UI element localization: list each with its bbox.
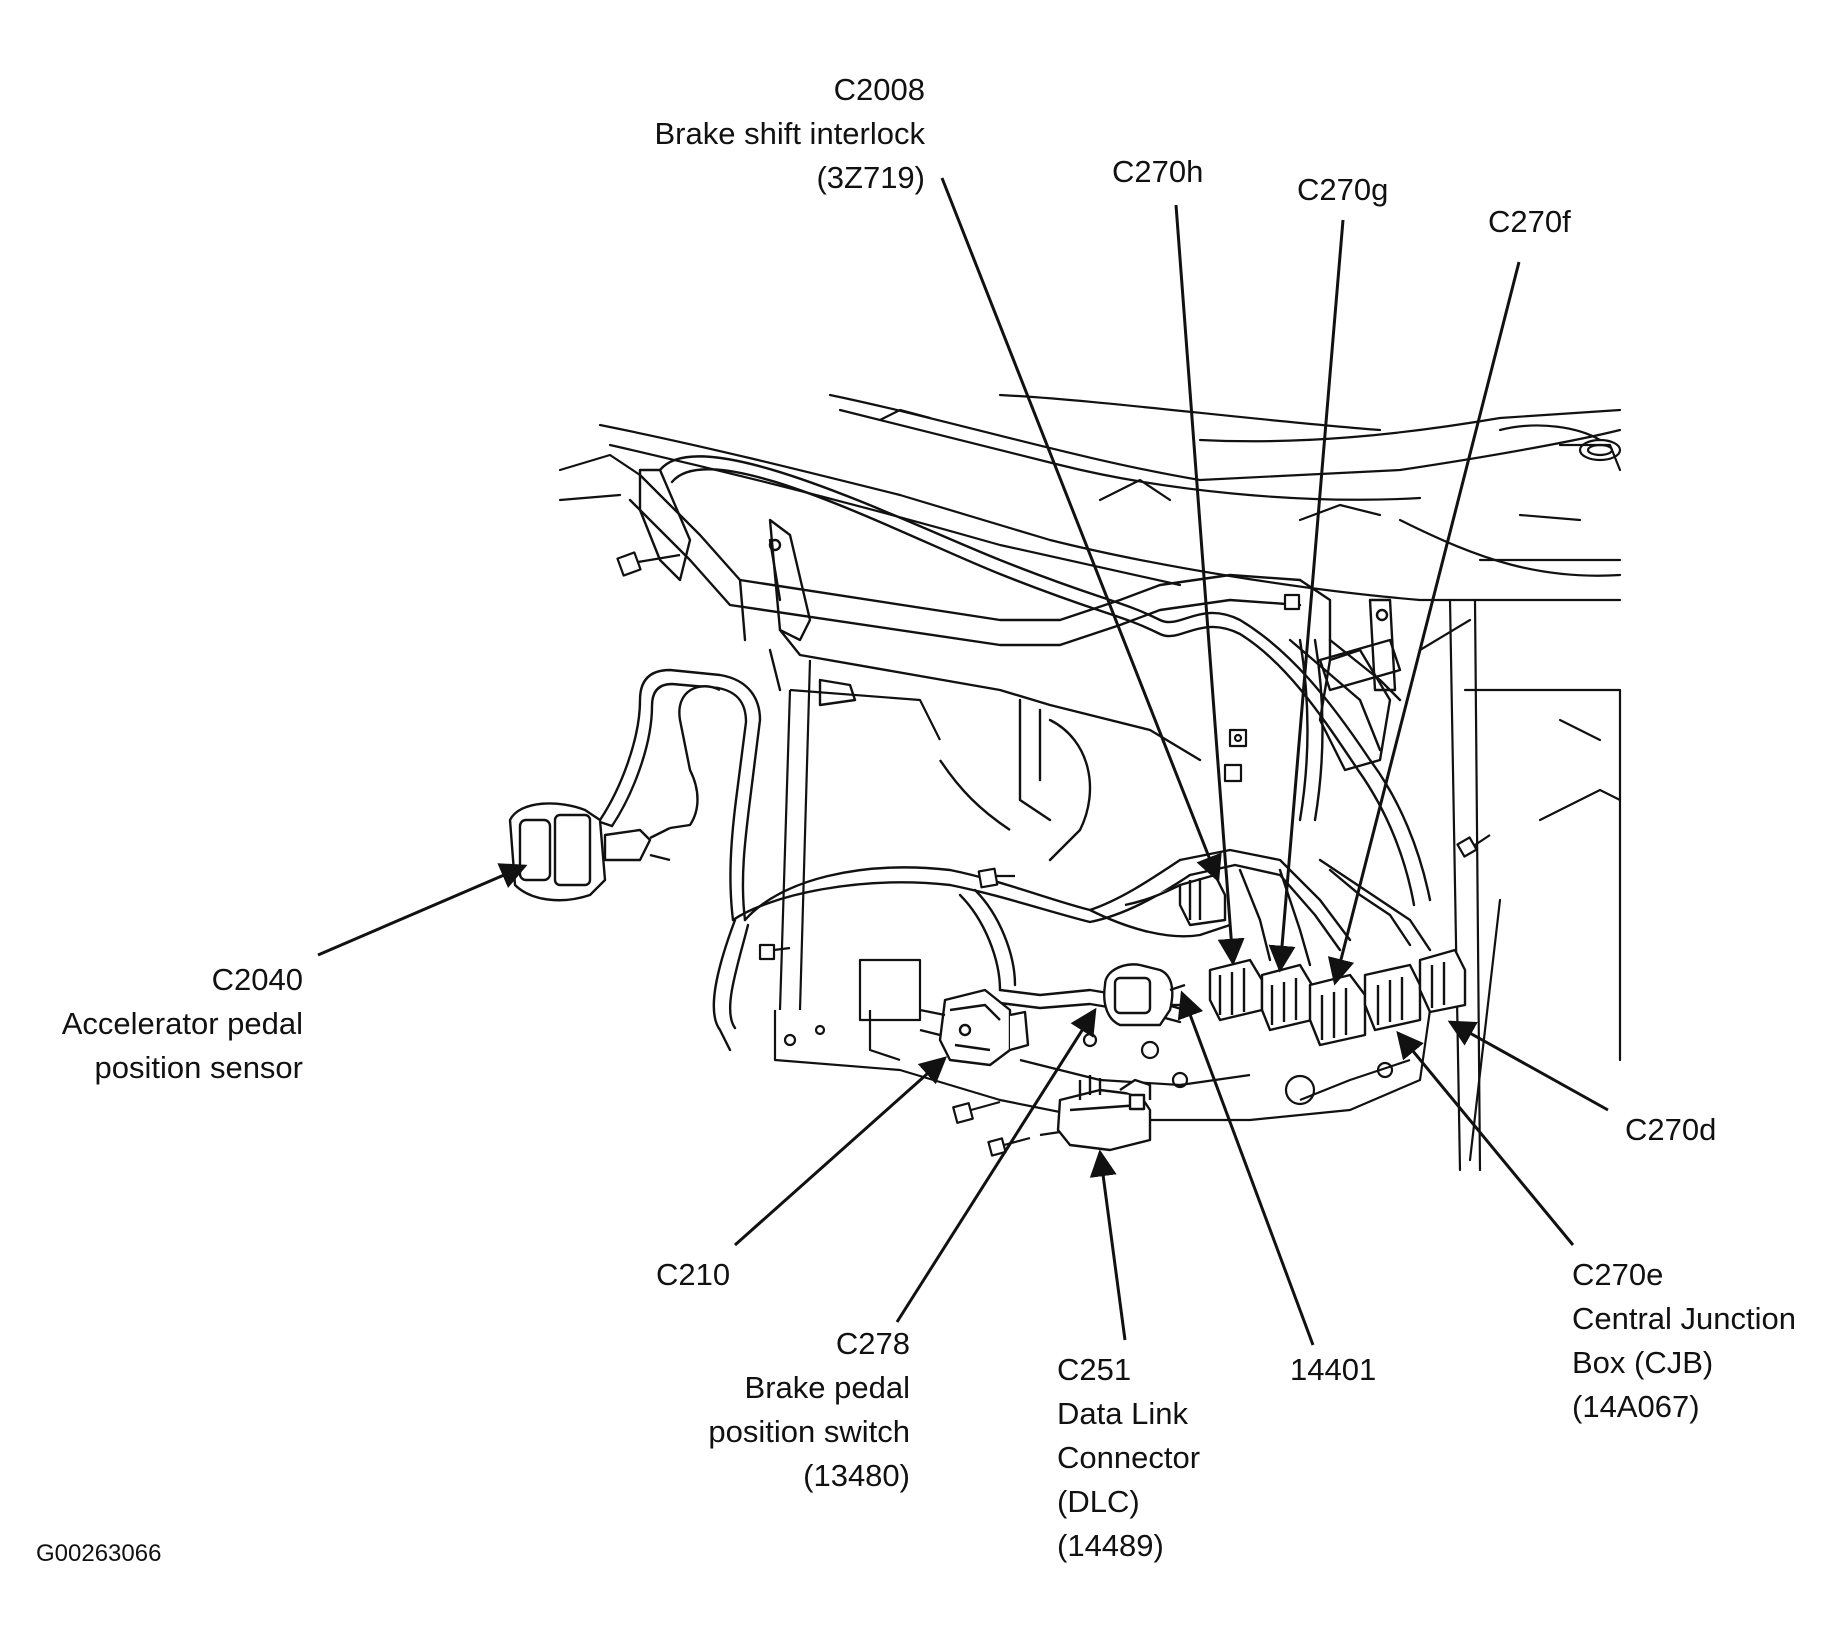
data-link-connector [1039,1075,1152,1152]
label-line: C270h [1112,154,1204,189]
label-line: C2008 [833,72,925,107]
label-line: Brake shift interlock [654,116,926,151]
accelerator-sensor-connector [508,685,721,902]
label-line: Central Junction [1572,1301,1797,1336]
leader-c270d [1447,1020,1609,1112]
figure-id: G00263066 [36,1540,162,1567]
c278-connector [1103,963,1186,1027]
leader-c2008 [940,177,1222,883]
leader-c270e [1396,1030,1575,1246]
label-line: C210 [656,1257,731,1292]
label-14401: 14401 [1290,1348,1376,1392]
label-line: Box (CJB) [1572,1345,1714,1380]
label-line: C278 [835,1326,910,1361]
label-line: Brake pedal [744,1370,910,1405]
fasteners [616,551,1491,1157]
dashboard-panel [558,393,1622,1172]
label-line: C270f [1488,204,1571,239]
leader-c278 [895,1007,1097,1323]
brake-pedal-switch [919,988,1030,1067]
label-c2008: C2008 Brake shift interlock (3Z719) [655,68,926,200]
leader-c270g [1268,219,1345,973]
label-line: (14489) [1057,1528,1164,1563]
leader-lines [317,177,1609,1346]
label-line: (3Z719) [816,160,925,195]
label-line: C270e [1572,1257,1664,1292]
label-line: C2040 [211,962,303,997]
label-line: C270d [1625,1112,1717,1147]
label-line: Connector [1057,1440,1201,1475]
wiring-harness [568,455,1432,1052]
label-line: Data Link [1057,1396,1188,1431]
label-line: (DLC) [1057,1484,1140,1519]
cross-car-beam [628,473,1402,862]
label-line: position switch [708,1414,910,1449]
label-line: C251 [1057,1352,1132,1387]
label-line: (14A067) [1572,1389,1700,1424]
label-c270d: C270d [1625,1108,1716,1152]
label-line: position sensor [94,1050,303,1085]
leader-c270f [1327,261,1521,986]
label-c270h: C270h [1112,150,1203,194]
leader-c2040 [317,863,528,957]
leader-c270h [1174,204,1245,966]
label-c278: C278 Brake pedal position switch (13480) [708,1322,910,1498]
label-c270g: C270g [1297,168,1388,212]
label-c2040: C2040 Accelerator pedal position sensor [62,958,303,1090]
label-line: (13480) [803,1458,910,1493]
label-c210: C210 [656,1253,730,1297]
leader-c251 [1089,1149,1127,1341]
label-c270e: C270e Central Junction Box (CJB) (14A067… [1572,1253,1796,1429]
lower-bracket [773,659,1432,1122]
label-line: 14401 [1290,1352,1377,1387]
label-c251: C251 Data Link Connector (DLC) (14489) [1057,1348,1200,1568]
label-line: Accelerator pedal [61,1006,303,1041]
label-c270f: C270f [1488,200,1571,244]
leader-14401 [1177,990,1315,1346]
label-line: C270g [1297,172,1389,207]
central-junction-box [1208,948,1467,1047]
leader-c210 [734,1056,948,1247]
brake-shift-interlock-connector [1124,873,1227,927]
